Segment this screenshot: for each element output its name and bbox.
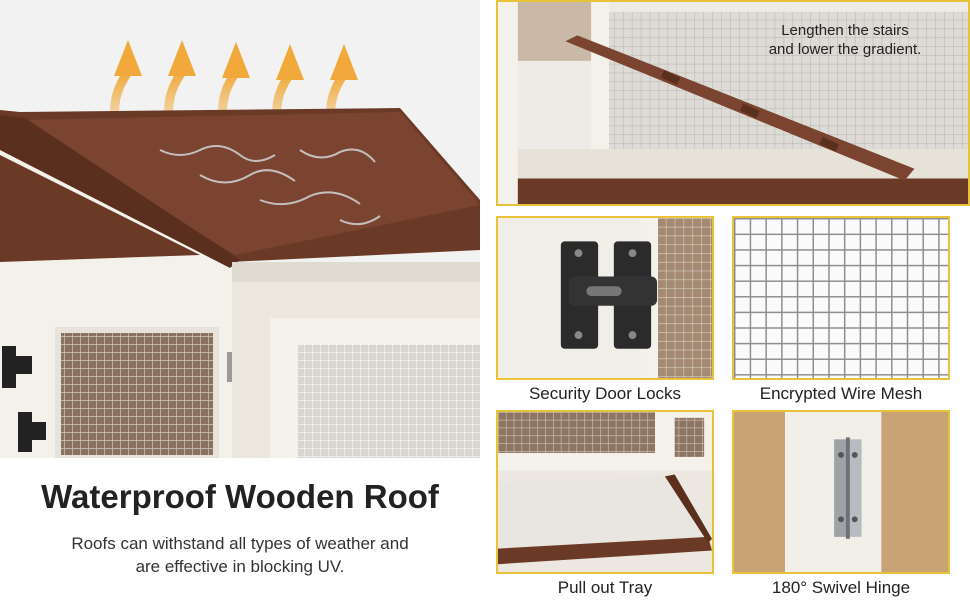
hero-description-line-2: are effective in blocking UV.: [135, 557, 345, 576]
stairs-callout: Lengthen the stairs and lower the gradie…: [730, 21, 960, 59]
hero-title: Waterproof Wooden Roof: [41, 478, 439, 515]
locks-panel: [496, 216, 714, 380]
hero-description-line-1: Roofs can withstand all types of weather…: [71, 534, 409, 553]
mesh-caption: Encrypted Wire Mesh: [759, 384, 923, 403]
hinge-panel: [732, 410, 950, 574]
locks-caption: Security Door Locks: [528, 384, 682, 403]
hinge-caption: 180° Swivel Hinge: [771, 578, 911, 597]
tray-panel: [496, 410, 714, 574]
stairs-callout-line-2: and lower the gradient.: [768, 41, 922, 58]
hero-description: Roofs can withstand all types of weather…: [0, 532, 480, 578]
stairs-panel: [496, 0, 970, 206]
hinge-icon: [834, 437, 862, 539]
door-latch-icon: [2, 346, 46, 452]
stairs-callout-line-1: Lengthen the stairs: [781, 22, 909, 39]
mesh-panel: [732, 216, 950, 380]
tray-caption: Pull out Tray: [557, 578, 653, 597]
lock-hardware-icon: [560, 241, 658, 349]
roof-hero-image: [0, 0, 480, 458]
